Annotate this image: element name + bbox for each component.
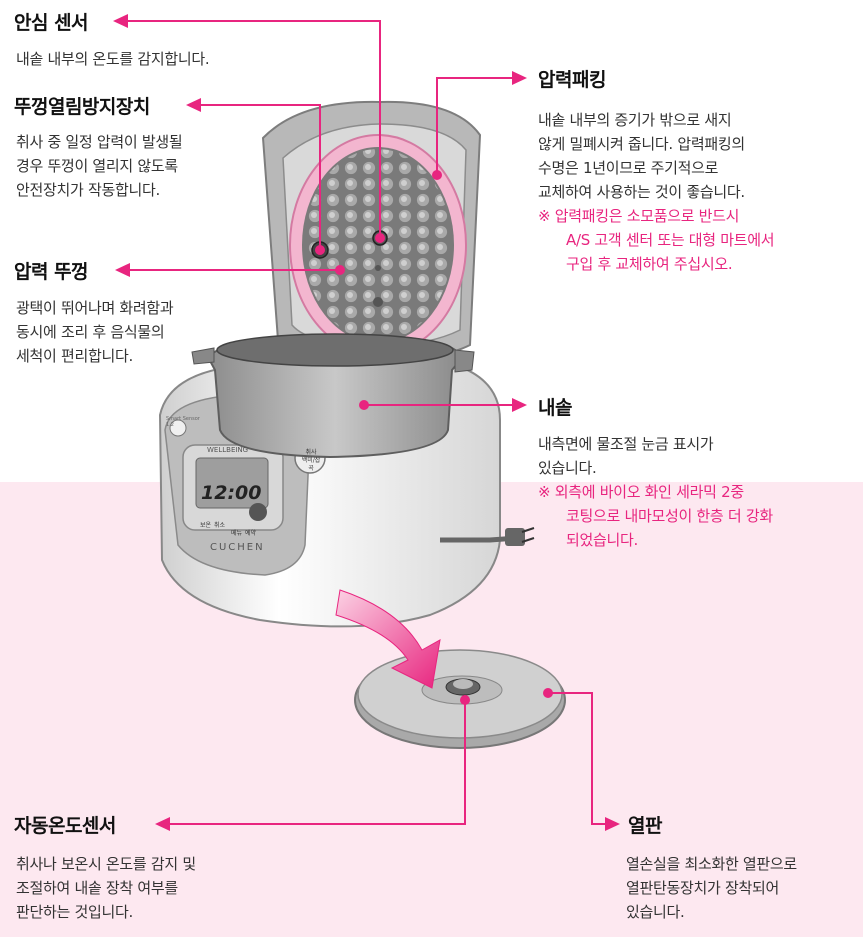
packing-desc: 내솥 내부의 증기가 밖으로 새지 않게 밀폐시켜 줍니다. 압력패킹의 수명은… xyxy=(538,108,775,276)
cook-button-label: 취사 xyxy=(305,449,317,456)
packing-label: 압력패킹 xyxy=(538,69,606,91)
cook-button: 취사 백미/잡곡 xyxy=(299,449,323,473)
pressure-lid-shape xyxy=(261,100,482,364)
note-line: ※ 외측에 바이오 화인 세라믹 2중 xyxy=(538,483,744,501)
desc-line: 경우 뚜껑이 열리지 않도록 xyxy=(16,157,178,175)
inner-pot-shape xyxy=(191,333,475,459)
side-badge-text: Smart Sensor xyxy=(166,416,200,422)
desc-line: 취사나 보온시 온도를 감지 및 xyxy=(16,855,196,873)
note-line: 코팅으로 내마모성이 한층 더 강화 xyxy=(566,507,773,525)
menu-button-label: 메뉴 xyxy=(231,530,243,537)
note-line: A/S 고객 센터 또는 대형 마트에서 xyxy=(566,231,775,249)
packing-note: ※ 압력패킹은 소모품으로 반드시 A/S 고객 센터 또는 대형 마트에서 구… xyxy=(538,204,775,276)
desc-line: 열판탄동장치가 장착되어 xyxy=(626,879,779,897)
heat-plate-label: 열판 xyxy=(628,815,662,837)
safety-sensor-label: 안심 센서 xyxy=(14,12,89,34)
desc-line: 취사 중 일정 압력이 발생될 xyxy=(16,133,183,151)
inner-pot-label: 내솥 xyxy=(538,397,572,419)
brand-logo: CUCHEN xyxy=(210,542,265,553)
desc-line: 판단하는 것입니다. xyxy=(16,903,133,921)
pressure-lid-desc: 광택이 뛰어나며 화려함과 동시에 조리 후 음식물의 세척이 편리합니다. xyxy=(16,296,174,368)
heat-plate-shape xyxy=(354,649,566,749)
safety-sensor-desc: 내솥 내부의 온도를 감지합니다. xyxy=(16,47,210,71)
display-time: 12:00 xyxy=(201,482,262,504)
side-badge-subtext: 1.2 xyxy=(166,422,174,428)
heat-plate-desc: 열손실을 최소화한 열판으로 열판탄동장치가 장착되어 있습니다. xyxy=(626,852,797,924)
panel-brand: WELLBEING xyxy=(207,446,249,454)
auto-sensor-desc: 취사나 보온시 온도를 감지 및 조절하여 내솥 장착 여부를 판단하는 것입니… xyxy=(16,852,196,924)
desc-line: 내솥 내부의 증기가 밖으로 새지 xyxy=(538,111,732,129)
note-line: 되었습니다. xyxy=(566,531,638,549)
lid-lock-label: 뚜껑열림방지장치 xyxy=(14,96,150,118)
desc-line: 광택이 뛰어나며 화려함과 xyxy=(16,299,174,317)
pressure-lid-label: 압력 뚜껑 xyxy=(14,261,89,283)
side-badge: Smart Sensor 1.2 xyxy=(166,416,200,428)
curved-arrow-icon xyxy=(335,589,441,689)
desc-line: 안전장치가 작동합니다. xyxy=(16,181,160,199)
warm-button-label: 보온 xyxy=(200,522,212,529)
desc-line: 있습니다. xyxy=(538,459,597,477)
desc-line: 열손실을 최소화한 열판으로 xyxy=(626,855,797,873)
inner-pot-note: ※ 외측에 바이오 화인 세라믹 2중 코팅으로 내마모성이 한층 더 강화 되… xyxy=(538,480,773,552)
auto-sensor-label: 자동온도센서 xyxy=(14,815,116,837)
desc-line: 조절하여 내솥 장착 여부를 xyxy=(16,879,178,897)
note-line: 구입 후 교체하여 주십시오. xyxy=(566,255,733,273)
cancel-button-label: 취소 xyxy=(214,522,226,529)
desc-line: 있습니다. xyxy=(626,903,685,921)
cook-button-sublabel: 백미/잡곡 xyxy=(301,457,321,472)
desc-line: 교체하여 사용하는 것이 좋습니다. xyxy=(538,183,745,201)
desc-line: 수명은 1년이므로 주기적으로 xyxy=(538,159,719,177)
inner-pot-desc: 내측면에 물조절 눈금 표시가 있습니다. ※ 외측에 바이오 화인 세라믹 2… xyxy=(538,432,773,552)
time-button-label: 예약 xyxy=(245,530,257,537)
desc-line: 동시에 조리 후 음식물의 xyxy=(16,323,165,341)
lid-lock-desc: 취사 중 일정 압력이 발생될 경우 뚜껑이 열리지 않도록 안전장치가 작동합… xyxy=(16,130,183,202)
note-line: ※ 압력패킹은 소모품으로 반드시 xyxy=(538,207,740,225)
desc-line: 내솥 내부의 온도를 감지합니다. xyxy=(16,50,210,68)
desc-line: 않게 밀폐시켜 줍니다. 압력패킹의 xyxy=(538,135,745,153)
desc-line: 내측면에 물조절 눈금 표시가 xyxy=(538,435,714,453)
desc-line: 세척이 편리합니다. xyxy=(16,347,133,365)
callout-lines xyxy=(126,20,605,825)
